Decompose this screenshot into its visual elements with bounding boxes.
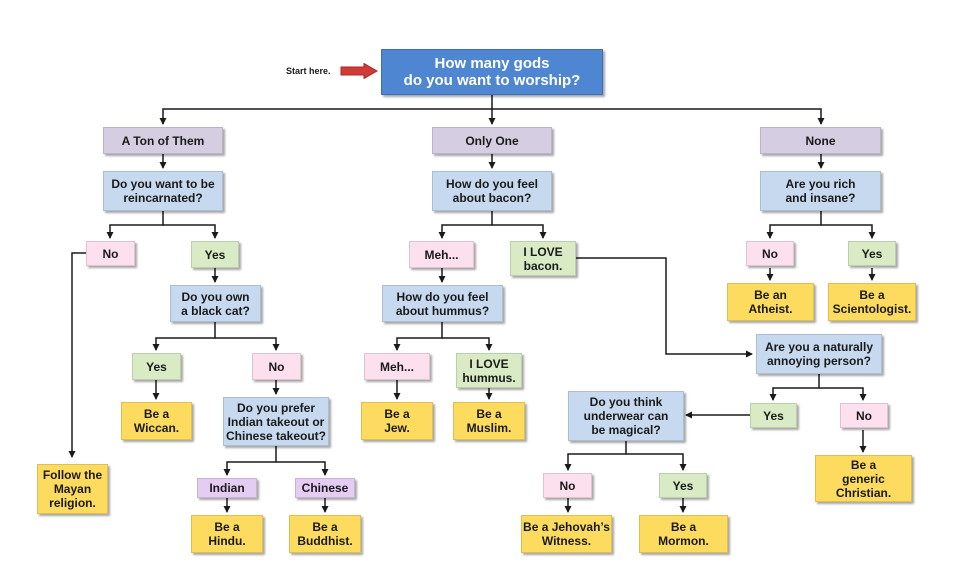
result-scientologist: Be a Scientologist. [828,283,916,321]
category-none: None [760,127,881,154]
question-reincarnated: Do you want to be reincarnated? [103,171,223,211]
answer-rich-yes: Yes [848,241,896,266]
connector [492,224,547,239]
question-black-cat: Do you own a black cat? [170,285,261,322]
question-annoying: Are you a naturally annoying person? [756,334,882,374]
answer-hummus-love: I LOVE hummus. [456,353,522,388]
result-mayan: Follow the Mayan religion. [37,464,108,514]
answer-annoying-yes: Yes [750,403,797,428]
question-hummus: How do you feel about hummus? [382,285,503,322]
answer-reincarnated-yes: Yes [191,241,239,268]
answer-annoying-no: No [840,403,888,428]
connector [393,322,443,351]
connector [564,441,627,471]
connector [106,211,164,239]
result-mormon: Be a Mormon. [639,515,728,553]
question-rich-insane: Are you rich and insane? [760,171,881,211]
result-jew: Be a Jew. [361,402,433,440]
answer-chinese: Chinese [295,478,355,498]
answer-black-cat-yes: Yes [132,353,181,380]
result-atheist: Be an Atheist. [727,283,814,321]
connector [276,461,329,476]
connector [492,108,825,125]
connector [152,322,216,351]
question-takeout: Do you prefer Indian takeout or Chinese … [223,397,329,446]
answer-indian: Indian [197,478,257,498]
start-arrow-icon [340,63,378,79]
connector [163,224,219,239]
result-wiccan: Be a Wiccan. [121,402,192,440]
connector [766,211,822,239]
result-buddhist: Be a Buddhist. [289,515,361,553]
connector [769,374,820,401]
connector [438,211,493,239]
connector [159,95,493,125]
answer-reincarnated-no: No [86,241,135,266]
answer-underwear-no: No [543,473,592,498]
answer-rich-no: No [746,241,794,266]
result-jehovahs-witness: Be a Jehovah’s Witness. [521,515,612,553]
question-bacon: How do you feel about bacon? [432,171,552,211]
connector [819,387,867,401]
result-hindu: Be a Hindu. [191,515,263,553]
connector [821,224,876,239]
connector [626,453,687,471]
answer-underwear-yes: Yes [659,473,707,498]
category-only-one: Only One [432,127,552,154]
answer-bacon-meh: Meh... [409,241,474,268]
connector [68,252,86,458]
category-ton-of-them: A Ton of Them [103,127,223,154]
answer-hummus-meh: Meh... [364,353,430,380]
answer-bacon-love: I LOVE bacon. [510,241,576,276]
question-underwear: Do you think underwear can be magical? [568,391,684,441]
answer-black-cat-no: No [252,353,301,380]
connector [223,446,277,476]
result-muslim: Be a Muslim. [453,402,525,440]
connector [215,337,280,351]
root-question: How many gods do you want to worship? [381,49,603,95]
connector [576,257,753,358]
result-generic-christian: Be a generic Christian. [815,455,912,502]
start-here-label: Start here. [286,66,331,76]
connector [442,337,493,351]
